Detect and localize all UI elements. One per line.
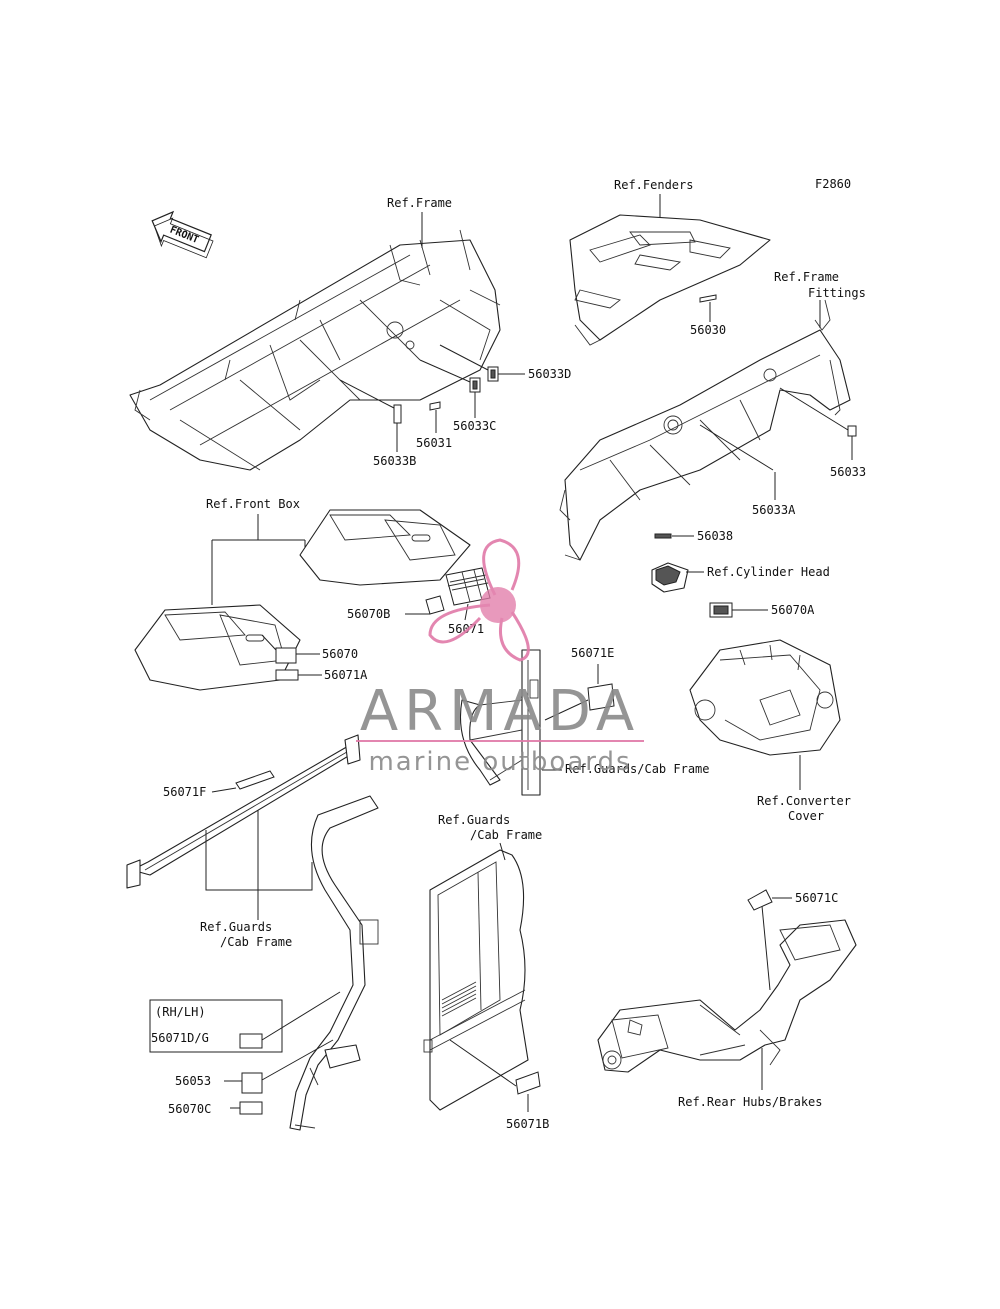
- converter-cover-part: [689, 639, 841, 756]
- front-box-upper: [299, 509, 471, 586]
- sticker-56070C: [239, 1101, 263, 1115]
- cylinder-head-sticker: [651, 562, 689, 593]
- part-56071A: 56071A: [324, 668, 368, 682]
- figure-code: F2860: [815, 177, 851, 191]
- label-ref-fenders: Ref.Fenders: [614, 178, 693, 192]
- part-56033B: 56033B: [373, 454, 416, 468]
- label-ref-frame-fittings-2: Fittings: [808, 286, 866, 300]
- part-56071F: 56071F: [163, 785, 206, 799]
- label-ref-converter-1: Ref.Converter: [757, 794, 851, 808]
- part-56071E: 56071E: [571, 646, 614, 660]
- door-grille: [441, 981, 477, 1017]
- part-56071D-G: 56071D/G: [151, 1031, 209, 1045]
- rh-lh-box: [149, 999, 283, 1053]
- part-56033A: 56033A: [752, 503, 796, 517]
- label-ref-converter-2: Cover: [788, 809, 824, 823]
- part-56071C: 56071C: [795, 891, 838, 905]
- door-panel: [423, 849, 529, 1111]
- part-56071: 56071: [448, 622, 484, 636]
- sticker-56033B: [393, 404, 402, 424]
- label-ref-guards-left-2: /Cab Frame: [220, 935, 292, 949]
- sticker-56071D-G: [239, 1033, 263, 1049]
- sticker-56033: [847, 425, 857, 437]
- sticker-56070B: [425, 595, 445, 615]
- part-56070: 56070: [322, 647, 358, 661]
- frame-part: [129, 229, 501, 471]
- label-ref-rear-hubs: Ref.Rear Hubs/Brakes: [678, 1095, 823, 1109]
- sticker-56071A: [275, 669, 299, 681]
- label-ref-cylinder-head: Ref.Cylinder Head: [707, 565, 830, 579]
- part-56070C: 56070C: [168, 1102, 211, 1116]
- part-56031: 56031: [416, 436, 452, 450]
- guard-bar-left: [126, 734, 361, 889]
- front-arrow-icon: FRONT: [151, 210, 214, 259]
- label-ref-guards-left-1: Ref.Guards: [200, 920, 272, 934]
- propeller-logo-icon: [428, 538, 530, 662]
- part-56053: 56053: [175, 1074, 211, 1088]
- watermark-tagline: marine outboards: [368, 747, 631, 777]
- sticker-56071C: [747, 889, 773, 911]
- watermark-brand: ARMADA: [360, 679, 640, 744]
- rail-pipe: [289, 795, 379, 1131]
- sticker-56071B: [515, 1071, 541, 1095]
- frame-fittings-part: [559, 299, 851, 561]
- label-rh-lh: (RH/LH): [155, 1005, 206, 1019]
- label-ref-front-box: Ref.Front Box: [206, 497, 300, 511]
- part-56070A: 56070A: [771, 603, 815, 617]
- sticker-56030: [699, 294, 717, 303]
- armada-watermark: ARMADA marine outboards: [356, 538, 644, 777]
- label-ref-guards-cab-frame-mid: Ref.Guards/Cab Frame: [565, 762, 710, 776]
- label-ref-guards-door-2: /Cab Frame: [470, 828, 542, 842]
- part-56071B: 56071B: [506, 1117, 549, 1131]
- fender-part: [569, 214, 771, 346]
- part-56070B: 56070B: [347, 607, 390, 621]
- sticker-56070: [275, 647, 297, 664]
- front-box-lower: [134, 604, 301, 691]
- part-56033D: 56033D: [528, 367, 571, 381]
- sticker-56031: [429, 401, 441, 411]
- sticker-56053: [241, 1072, 263, 1094]
- sticker-56071F: [235, 770, 275, 790]
- label-ref-frame: Ref.Frame: [387, 196, 452, 210]
- part-56033: 56033: [830, 465, 866, 479]
- label-ref-guards-door-1: Ref.Guards: [438, 813, 510, 827]
- cab-frame-middle: [459, 649, 541, 796]
- part-56033C: 56033C: [453, 419, 496, 433]
- rear-axle-assembly: [597, 919, 857, 1073]
- sticker-56038: [654, 533, 672, 539]
- part-56038: 56038: [697, 529, 733, 543]
- part-56030: 56030: [690, 323, 726, 337]
- sticker-56071E: [587, 683, 615, 711]
- label-ref-frame-fittings-1: Ref.Frame: [774, 270, 839, 284]
